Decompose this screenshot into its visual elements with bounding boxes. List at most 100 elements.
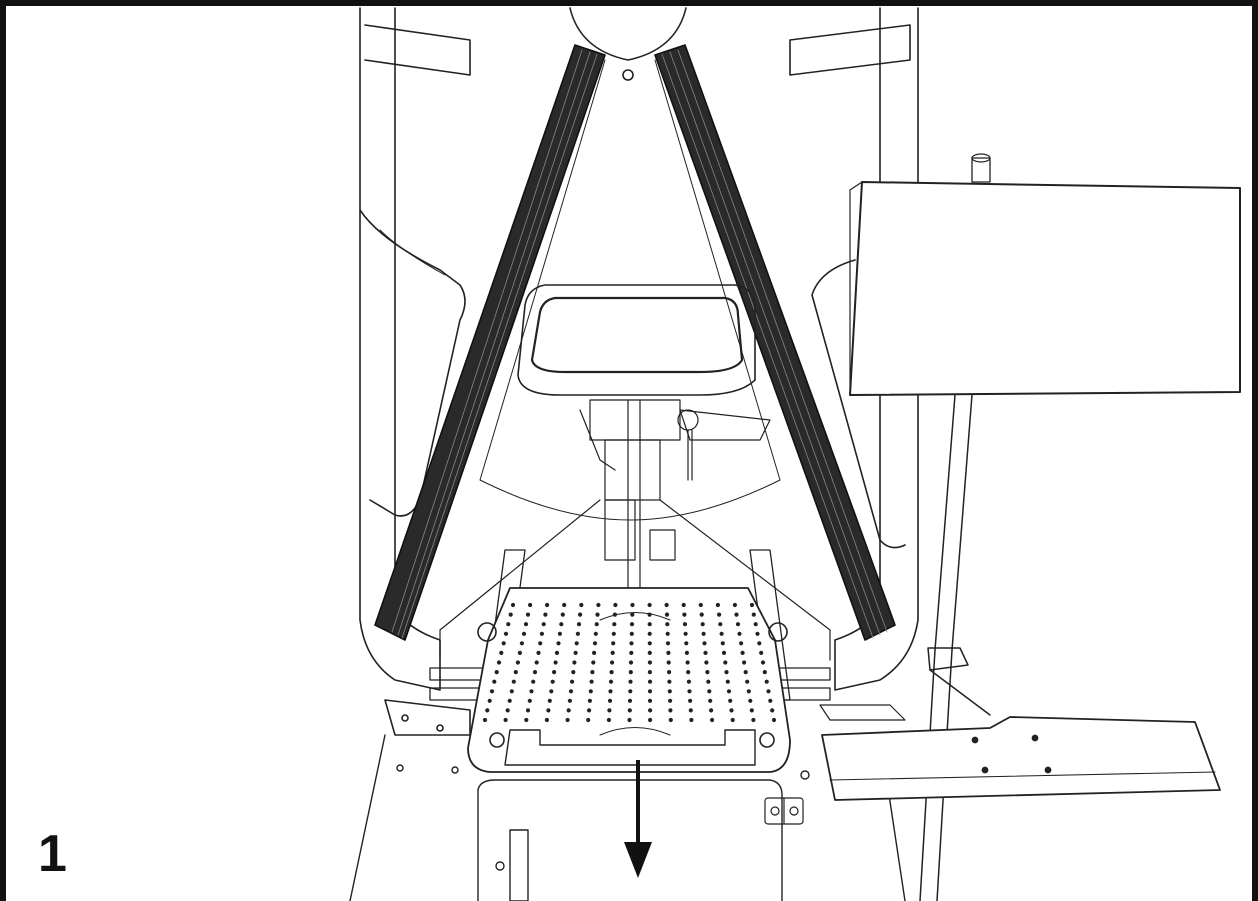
breadboard-hole — [536, 650, 541, 656]
breadboard-hole — [566, 708, 571, 713]
breadboard-hole — [706, 679, 711, 684]
breadboard-hole — [702, 641, 707, 646]
breadboard-hole — [748, 698, 753, 703]
breadboard-hole — [768, 698, 773, 703]
breadboard-hole — [682, 622, 688, 627]
pipetting-head — [579, 399, 771, 591]
breadboard-hole — [627, 717, 632, 723]
breadboard-hole — [628, 679, 633, 684]
breadboard-hole — [709, 708, 714, 713]
breadboard-hole — [686, 679, 692, 684]
breadboard-hole — [701, 631, 706, 636]
breadboard-hole — [689, 717, 694, 723]
breadboard-hole — [647, 698, 653, 703]
breadboard-hole — [753, 622, 758, 627]
breadboard-hole — [594, 622, 599, 627]
breadboard-hole — [627, 698, 633, 703]
breadboard-hole — [647, 689, 653, 694]
breadboard-hole — [628, 670, 633, 675]
breadboard-hole — [524, 717, 529, 723]
breadboard-hole — [667, 689, 672, 694]
breadboard-hole — [699, 612, 704, 617]
breadboard-hole — [513, 670, 518, 675]
breadboard-hole — [545, 602, 550, 608]
breadboard-hole — [688, 708, 693, 713]
breadboard-hole — [751, 717, 756, 723]
breadboard-hole — [507, 698, 512, 703]
breadboard-hole — [732, 602, 738, 608]
breadboard-hole — [746, 689, 751, 694]
breadboard-hole — [610, 650, 615, 656]
breadboard-hole — [567, 698, 573, 703]
breadboard-hole — [719, 631, 724, 636]
breadboard-hole — [596, 602, 601, 608]
breadboard-hole — [734, 612, 739, 617]
breadboard-hole — [735, 622, 741, 627]
breadboard-hole — [492, 679, 497, 684]
breadboard-hole — [647, 670, 653, 675]
step-number: 1 — [38, 825, 67, 883]
breadboard-hole — [667, 670, 672, 675]
breadboard-hole — [587, 698, 593, 703]
breadboard-hole — [685, 660, 690, 665]
breadboard-hole — [684, 650, 690, 656]
breadboard-hole — [764, 679, 769, 684]
breadboard-hole — [743, 670, 748, 675]
breadboard-hole — [571, 670, 576, 675]
left-gantry-rail — [374, 44, 606, 641]
breadboard-hole — [523, 622, 529, 627]
viewing-window — [517, 284, 756, 396]
breadboard-hole — [628, 660, 634, 665]
breadboard-hole — [508, 612, 513, 617]
breadboard-hole — [627, 708, 632, 713]
breadboard-hole — [647, 660, 653, 665]
breadboard-hole — [554, 650, 560, 656]
breadboard-hole — [611, 631, 616, 636]
breadboard-hole — [560, 612, 565, 617]
breadboard-hole — [628, 689, 633, 694]
breadboard-hole — [609, 670, 614, 675]
breadboard-hole — [543, 612, 548, 617]
breadboard-hole — [528, 602, 533, 608]
breadboard-hole — [715, 602, 721, 608]
breadboard-hole — [665, 622, 670, 627]
breadboard-hole — [766, 689, 771, 694]
breadboard-hole — [578, 612, 583, 617]
breadboard-hole — [607, 698, 613, 703]
keyboard-tray — [821, 716, 1221, 801]
breadboard-hole — [503, 717, 508, 723]
breadboard-hole — [589, 679, 594, 684]
breadboard-hole — [708, 698, 713, 703]
breadboard-hole — [759, 650, 764, 656]
breadboard-hole — [705, 670, 710, 675]
breadboard-hole — [519, 641, 525, 646]
breadboard-hole — [703, 650, 708, 656]
breadboard-hole — [529, 689, 534, 694]
breadboard-hole — [760, 660, 766, 665]
arrow-down-icon — [624, 760, 652, 878]
breadboard-hole — [549, 689, 554, 694]
breadboard-hole — [683, 631, 688, 636]
breadboard-hole — [559, 622, 564, 627]
breadboard-hole — [757, 641, 762, 646]
right-gantry-rail — [654, 44, 896, 641]
breadboard-hole — [607, 708, 612, 713]
breadboard-hole — [668, 708, 673, 713]
breadboard-hole — [664, 602, 669, 608]
breadboard-hole — [724, 670, 729, 675]
breadboard-hole — [568, 689, 574, 694]
breadboard-hole — [710, 717, 715, 723]
breadboard-hole — [610, 660, 615, 665]
breadboard-hole — [595, 612, 600, 617]
breadboard-hole — [482, 717, 488, 723]
monitor — [849, 153, 1241, 396]
breadboard-hole — [665, 631, 670, 636]
breadboard-hole — [550, 679, 555, 684]
breadboard-hole — [612, 612, 618, 617]
breadboard-hole — [531, 679, 536, 684]
breadboard-hole — [547, 698, 552, 703]
breadboard-hole — [629, 631, 634, 636]
breadboard-hole — [700, 622, 705, 627]
breadboard-hole — [647, 641, 652, 646]
breadboard-hole — [557, 631, 563, 636]
